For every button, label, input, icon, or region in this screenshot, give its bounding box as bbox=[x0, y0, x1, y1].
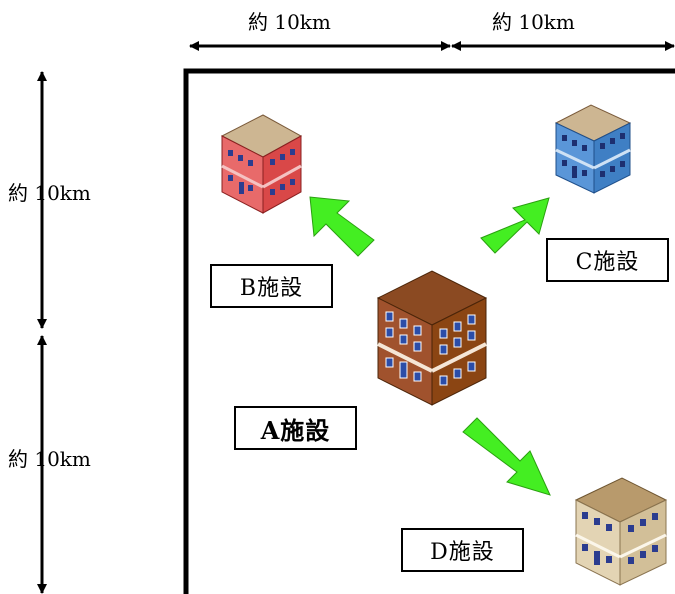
dimension-label-left-lower: 約 10km bbox=[8, 447, 91, 471]
building-a-icon bbox=[376, 270, 488, 406]
facility-label-d: D施設 bbox=[401, 528, 524, 572]
arrow-to-c bbox=[480, 197, 550, 254]
dimension-label-left-upper: 約 10km bbox=[8, 181, 91, 205]
building-c-icon bbox=[554, 104, 632, 194]
area-boundary bbox=[183, 68, 675, 594]
building-b-icon bbox=[220, 114, 303, 214]
facility-label-c: C施設 bbox=[546, 238, 669, 282]
building-d-icon bbox=[574, 477, 668, 586]
arrow-to-d bbox=[462, 417, 551, 496]
facility-label-a: A施設 bbox=[234, 406, 357, 450]
arrow-to-b bbox=[309, 196, 375, 257]
dimension-label-top-left: 約 10km bbox=[248, 10, 331, 34]
dimension-label-top-right: 約 10km bbox=[492, 10, 575, 34]
facility-label-b: B施設 bbox=[210, 264, 333, 308]
